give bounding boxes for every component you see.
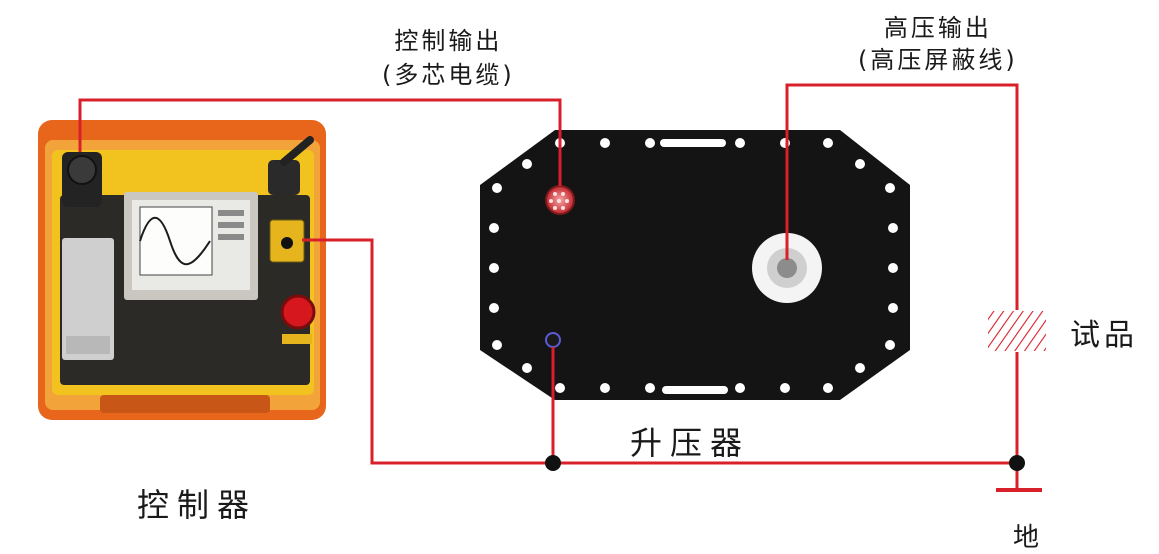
ground-label: 地 bbox=[1013, 523, 1040, 553]
booster-device bbox=[480, 130, 910, 400]
control-output-cable bbox=[78, 98, 562, 186]
controller-connector-right bbox=[268, 160, 300, 195]
booster-top-handle bbox=[660, 139, 726, 147]
hv-output-cable bbox=[785, 83, 1019, 310]
hv-output-label-line1: 高压输出 bbox=[883, 14, 992, 42]
emergency-stop-button bbox=[280, 294, 316, 330]
junction-node bbox=[1009, 455, 1025, 471]
junction-node bbox=[545, 455, 561, 471]
specimen-label: 试品 bbox=[1070, 318, 1138, 353]
booster-bottom-handle bbox=[662, 386, 728, 394]
control-output-label-line2: (多芯电缆) bbox=[382, 61, 515, 89]
hv-output-label-line2: (高压屏蔽线) bbox=[858, 46, 1018, 74]
controller-label: 控制器 bbox=[137, 486, 258, 524]
hv-output-label: 高压输出 (高压屏蔽线) bbox=[858, 12, 1018, 76]
control-output-label: 控制输出 (多芯电缆) bbox=[382, 24, 515, 92]
wires bbox=[78, 83, 1019, 490]
sine-wave-icon bbox=[139, 217, 211, 265]
controller-device bbox=[38, 120, 326, 420]
ground-return-wire bbox=[302, 238, 1017, 465]
booster-ground-terminal bbox=[545, 332, 561, 348]
controller-switch bbox=[281, 237, 293, 249]
controller-side-module bbox=[62, 238, 114, 360]
specimen-icon bbox=[988, 311, 1046, 351]
booster-label: 升压器 bbox=[630, 424, 751, 462]
control-output-label-line1: 控制输出 bbox=[394, 27, 503, 55]
